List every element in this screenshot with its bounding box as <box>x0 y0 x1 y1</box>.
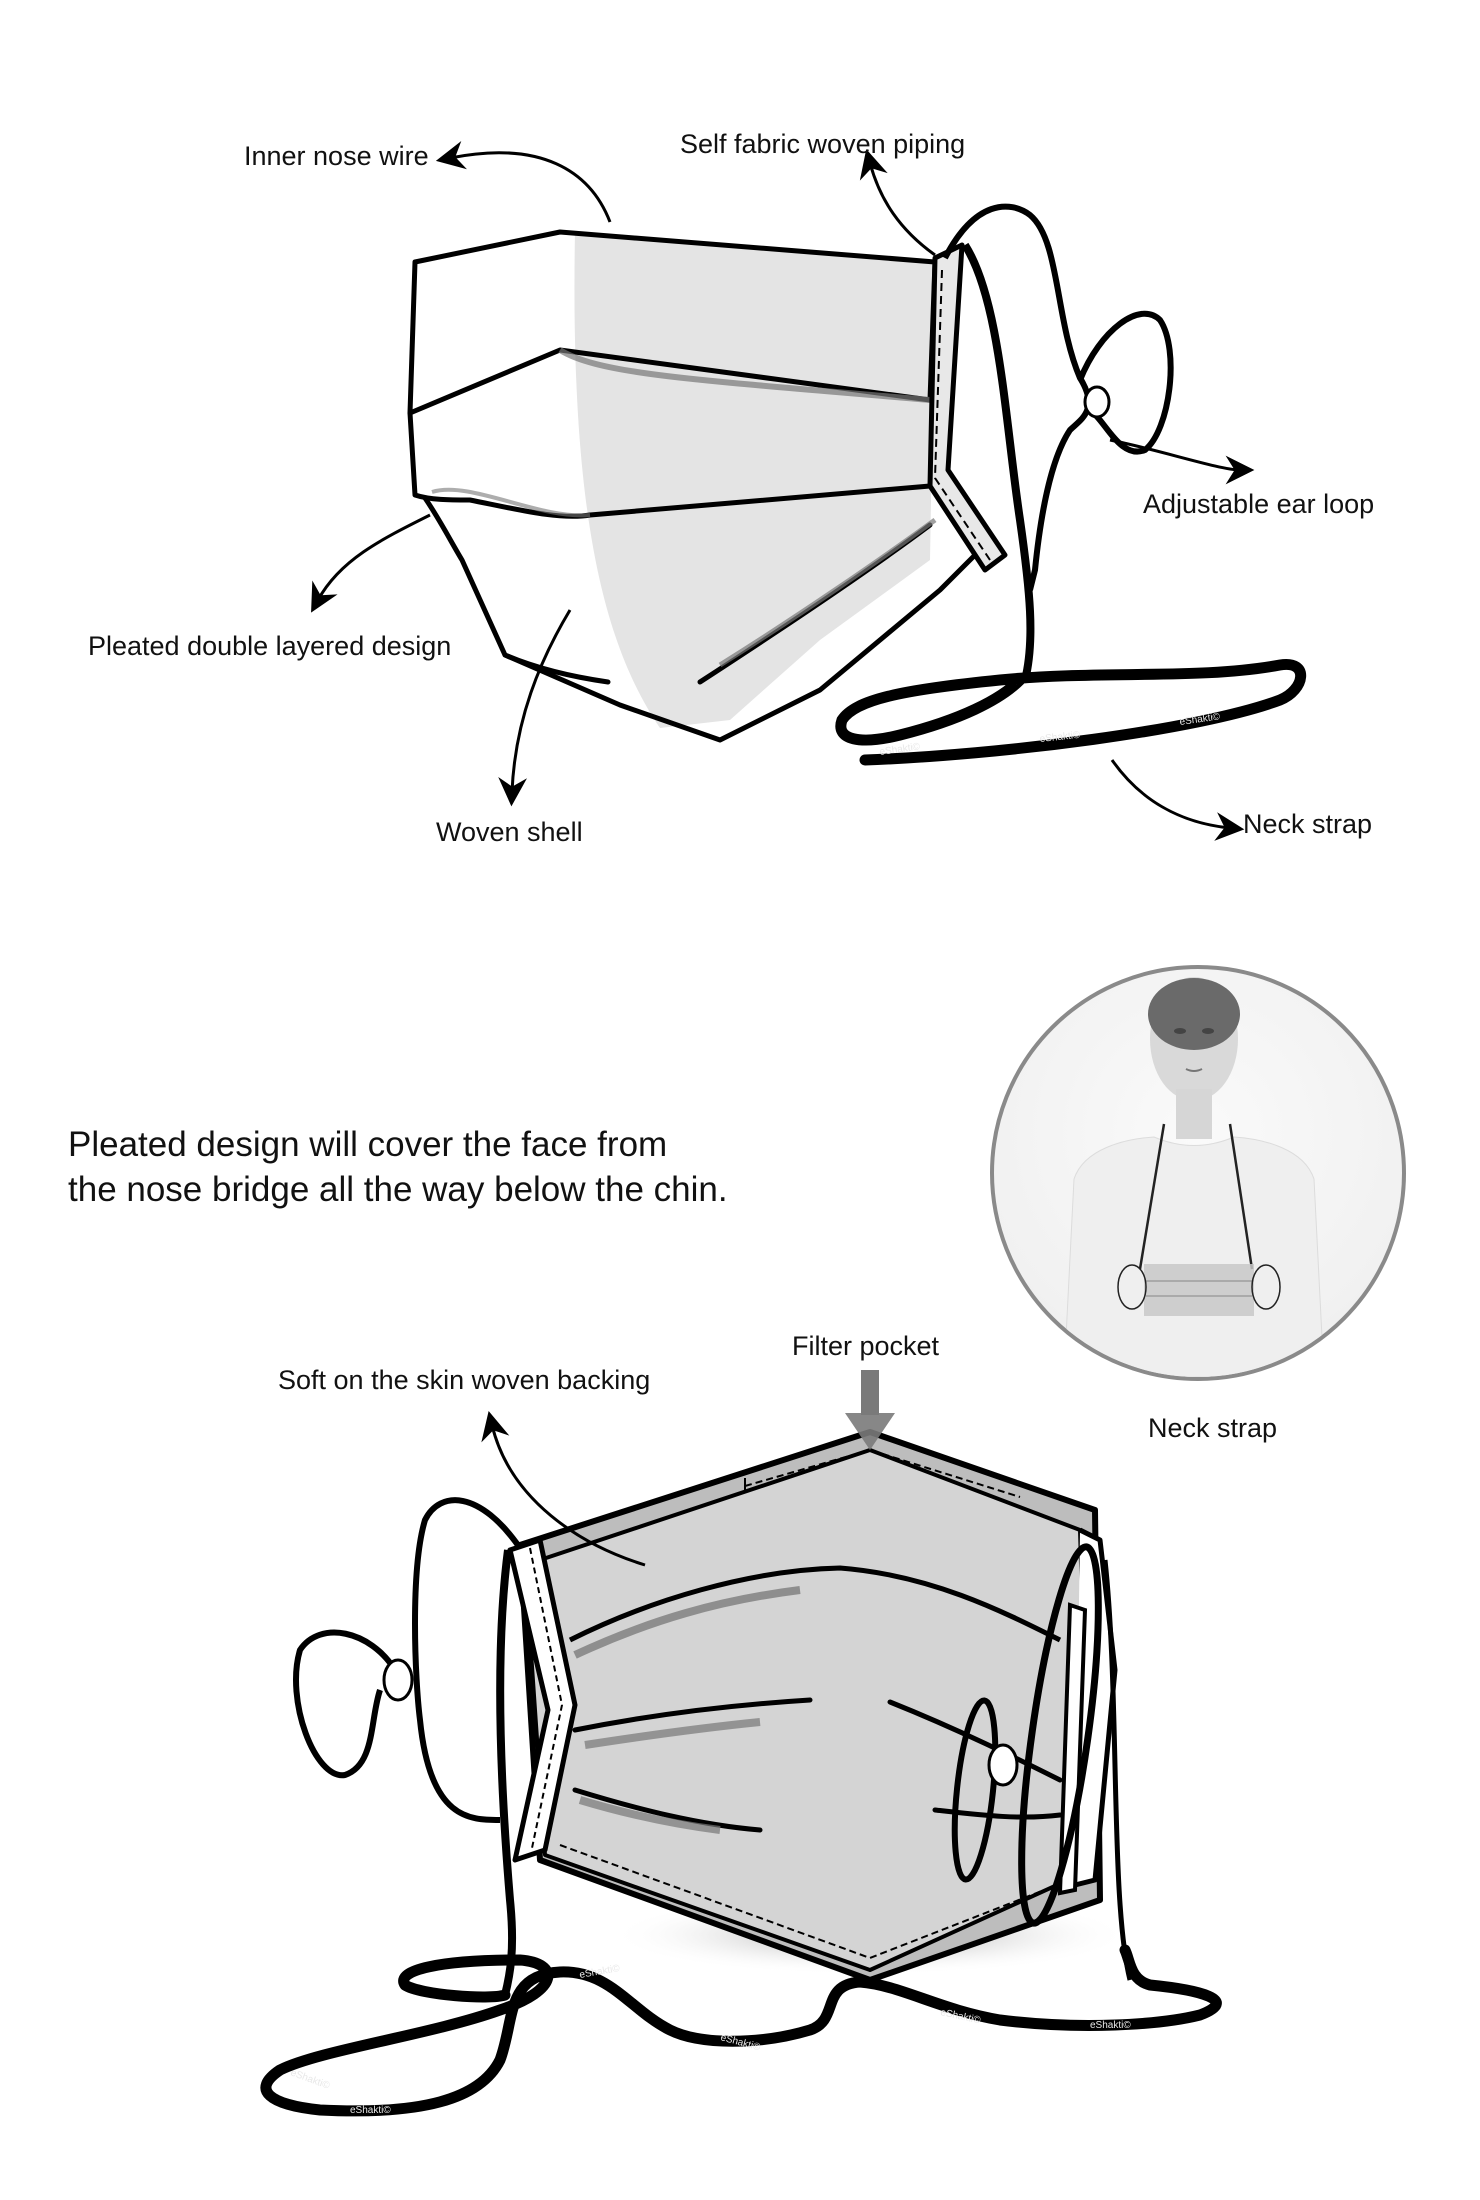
label-inner-nose-wire: Inner nose wire <box>244 141 429 171</box>
arrow-self-fabric-piping <box>859 149 936 257</box>
label-soft-backing: Soft on the skin woven backing <box>278 1365 651 1395</box>
photo-caption-neck-strap: Neck strap <box>1148 1413 1278 1443</box>
arrow-inner-nose-wire <box>435 141 612 223</box>
arrow-woven-shell <box>498 609 572 807</box>
model-photo <box>990 965 1406 1381</box>
label-filter-pocket: Filter pocket <box>792 1331 940 1361</box>
toggle-icon <box>1083 385 1111 419</box>
arrow-ear-loop <box>1109 438 1255 485</box>
label-woven-shell: Woven shell <box>436 817 583 847</box>
bottom-mask: eShakti© eShakti© eShakti© eShakti© eSha… <box>260 1429 1222 2117</box>
toggle-icon <box>382 1658 414 1702</box>
headline-line-2: the nose bridge all the way below the ch… <box>68 1170 728 1209</box>
label-pleated-double-layered: Pleated double layered design <box>88 631 452 661</box>
filter-arrow-head <box>845 1413 895 1450</box>
woman-figure-icon <box>1063 977 1325 1377</box>
headline: Pleated design will cover the face from … <box>68 1122 728 1212</box>
headline-line-1: Pleated design will cover the face from <box>68 1125 668 1164</box>
label-self-fabric-piping: Self fabric woven piping <box>680 129 966 159</box>
top-callout-arrows <box>311 141 1255 841</box>
toggle-icon <box>987 1743 1019 1787</box>
strap-brand-text: eShakti© <box>1090 2020 1131 2031</box>
strap-brand-text: eShakti© <box>350 2105 391 2116</box>
label-neck-strap-top: Neck strap <box>1243 809 1373 839</box>
arrow-pleated-design <box>311 513 431 613</box>
label-adjustable-ear-loop: Adjustable ear loop <box>1143 489 1375 519</box>
top-mask: eShakti© eShakti© eShakti© <box>407 203 1307 766</box>
filter-arrow-shaft <box>861 1370 879 1415</box>
arrow-soft-backing <box>481 1411 646 1567</box>
bottom-callout-arrows <box>481 1370 895 1567</box>
strap-brand-text: eShakti© <box>1039 730 1081 745</box>
strap-brand-text: eShakti© <box>289 2067 332 2091</box>
arrow-neck-strap <box>1110 759 1245 841</box>
